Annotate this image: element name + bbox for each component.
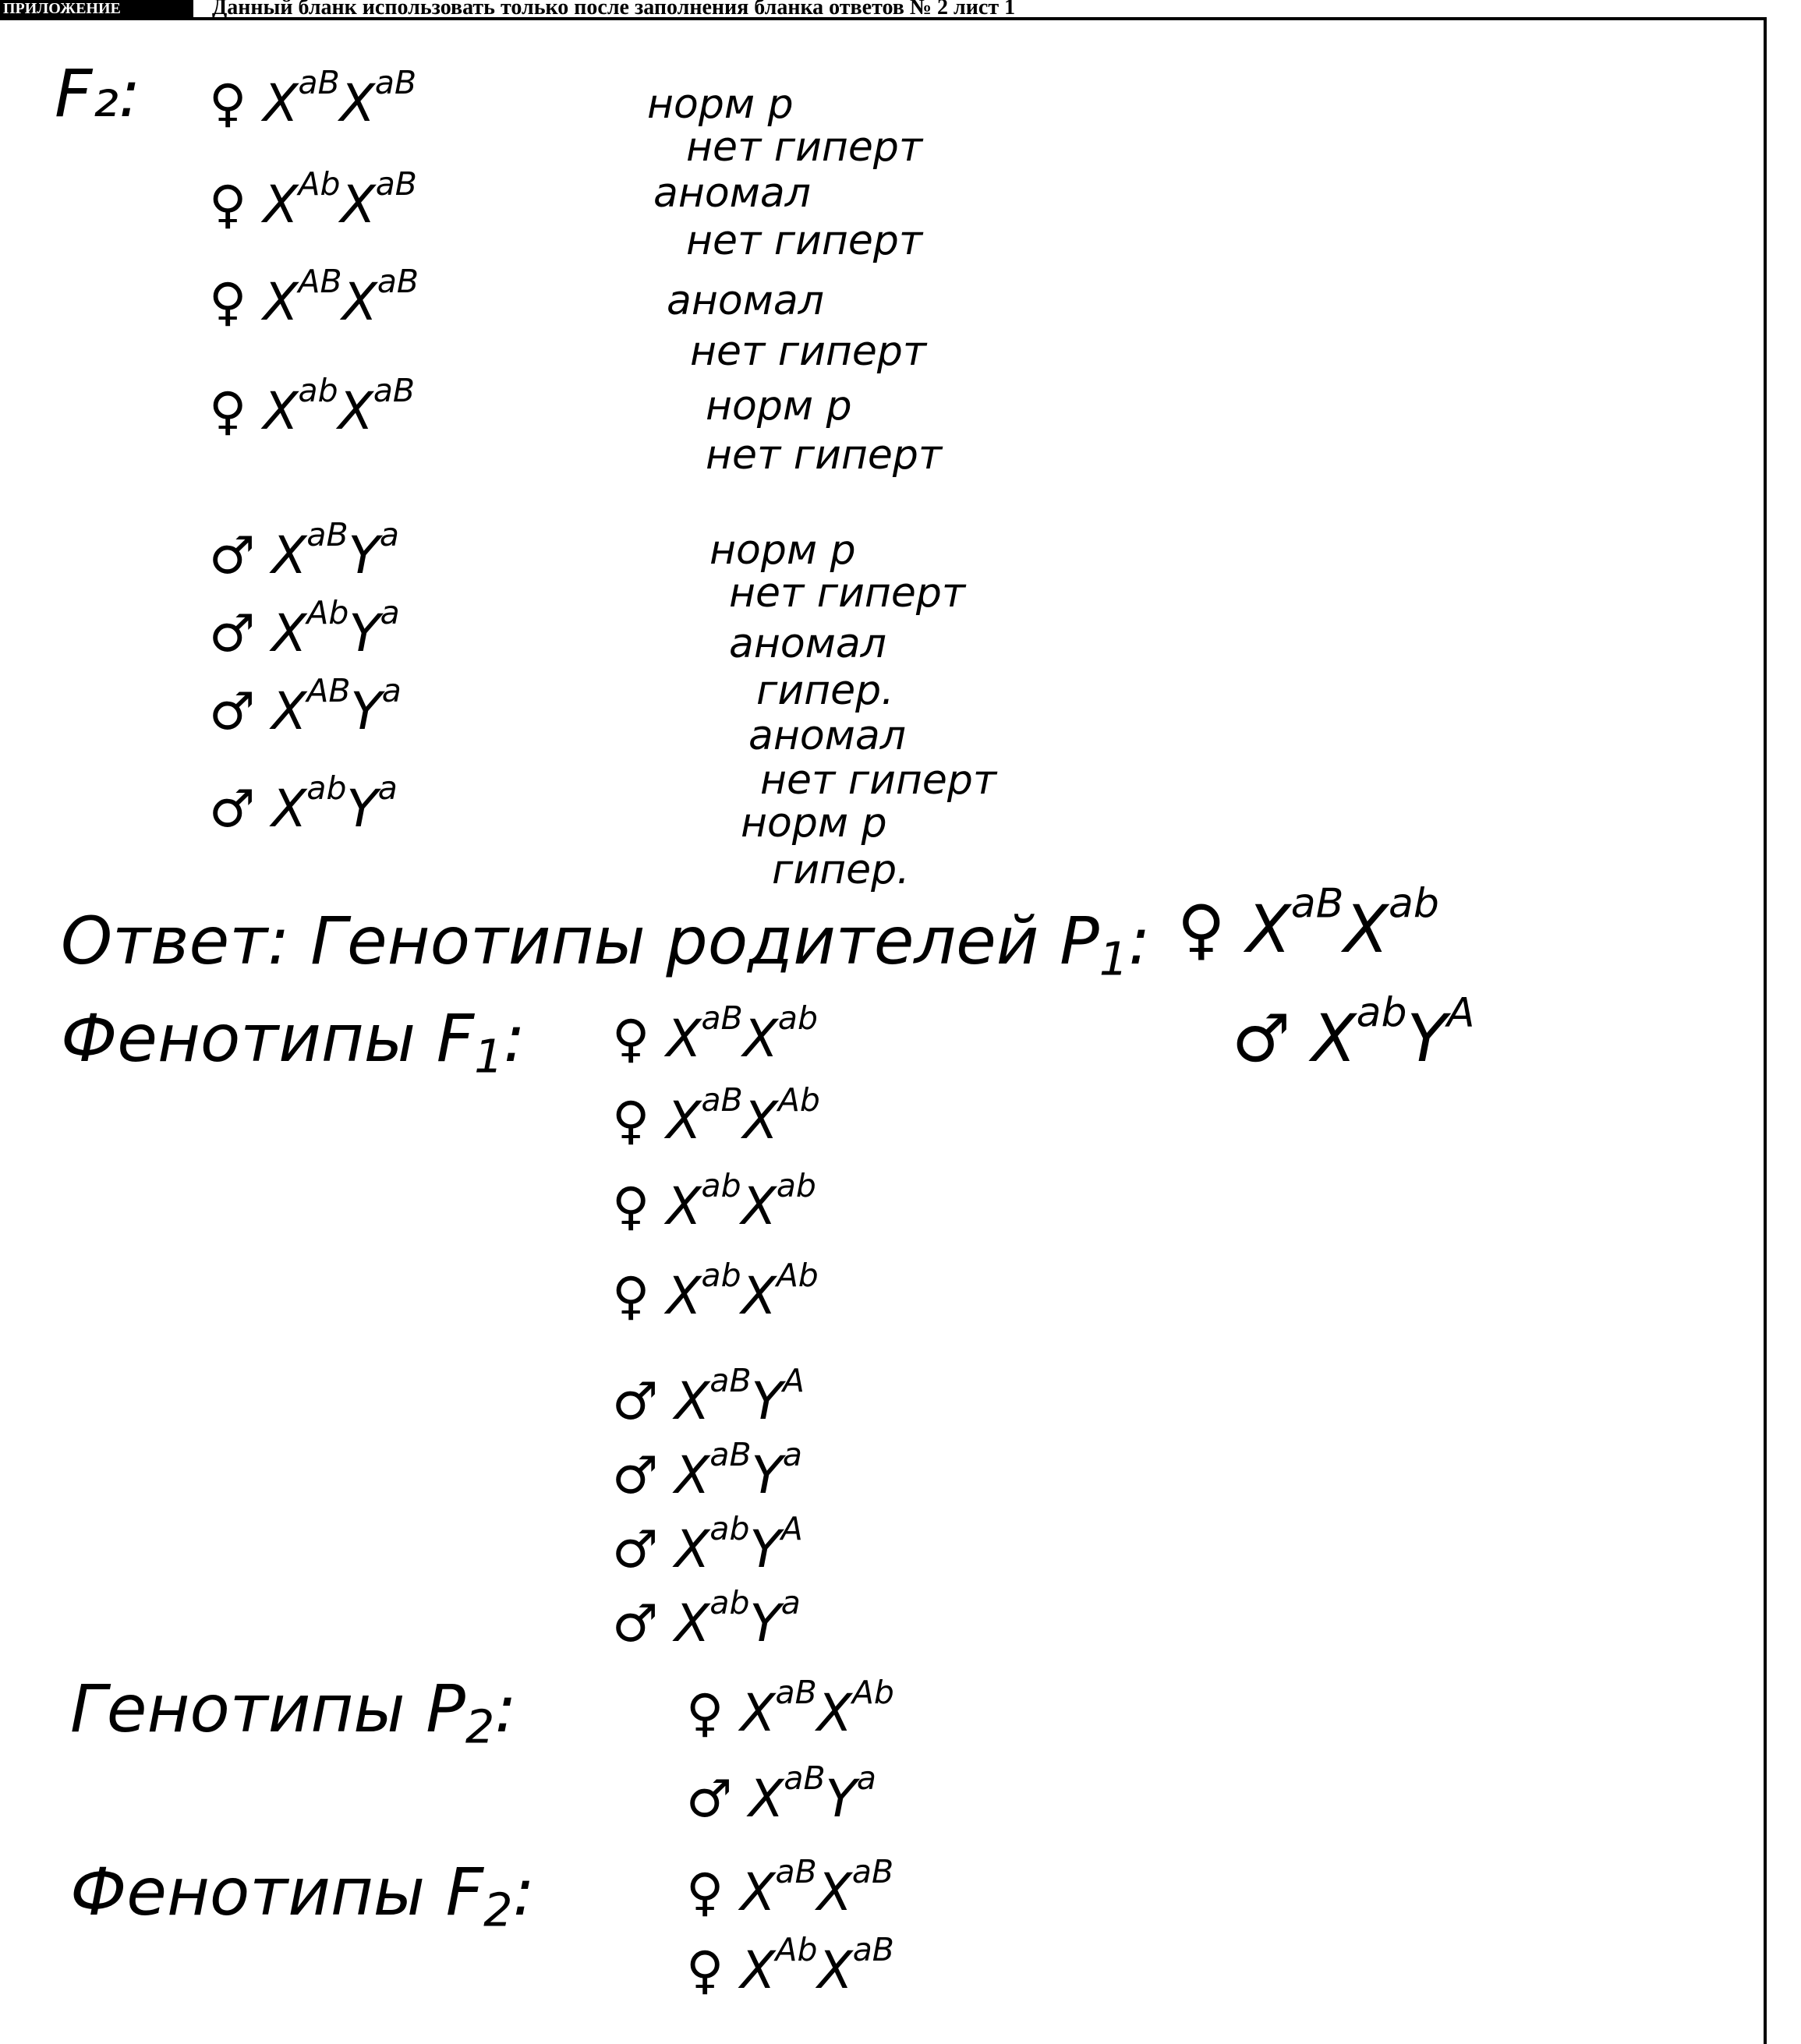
f2-genotype-4: ♀ XabXaB — [209, 372, 415, 441]
f2-note-3b: нет гиперт — [690, 328, 927, 375]
f2-note-3a: аномал — [667, 278, 825, 324]
f1-row-5: ♂ XaBYA — [612, 1362, 805, 1431]
answer-sheet — [0, 17, 1767, 2044]
f1-row-3: ♀ XabXab — [612, 1167, 816, 1236]
p1-male: ♂ XabYA — [1232, 989, 1475, 1077]
p2-row-1: ♀ XaBXAb — [686, 1674, 894, 1743]
f1-row-4: ♀ XabXAb — [612, 1257, 819, 1326]
f2-answer-label: Фенотипы F2: — [70, 1854, 535, 1937]
f2-note-1a: норм р — [647, 81, 794, 128]
f1-row-7: ♂ XabYA — [612, 1510, 803, 1579]
f2-genotype-5: ♂ XaBYa — [209, 516, 399, 585]
f2-genotype-1: ♀ XaBXaB — [209, 64, 417, 133]
f1-label: Фенотипы F1: — [61, 1000, 525, 1084]
f2-genotype-7: ♂ XABYa — [209, 672, 402, 741]
f2-note-7a: аномал — [748, 713, 907, 759]
p1-female: ♀ XaBXab — [1177, 880, 1439, 967]
p2-row-2: ♂ XaBYa — [686, 1759, 876, 1829]
f2-answer-row-2: ♀ XAbXaB — [686, 1931, 894, 2000]
f1-row-8: ♂ XabYa — [612, 1584, 801, 1653]
f2-note-2a: аномал — [653, 170, 812, 217]
f2-note-5b: нет гиперт — [729, 570, 966, 617]
answer-line: Ответ: Генотипы родителей P1: — [61, 903, 1151, 986]
header-badge: ПРИЛОЖЕНИЕ — [0, 0, 193, 17]
f2-genotype-6: ♂ XAbYa — [209, 594, 400, 663]
f1-row-1: ♀ XaBXab — [612, 999, 818, 1069]
f2-note-7b: нет гиперт — [760, 757, 997, 804]
f2-genotype-3: ♀ XABXaB — [209, 263, 419, 332]
f1-row-6: ♂ XaBYa — [612, 1436, 802, 1505]
f2-genotype-2: ♀ XAbXaB — [209, 165, 417, 235]
f2-note-4a: норм р — [706, 383, 852, 430]
header-instruction: Данный бланк использовать только после з… — [212, 0, 1016, 19]
f2-note-6a: аномал — [729, 621, 887, 667]
f2-genotype-8: ♂ XabYa — [209, 769, 398, 839]
f2-note-8a: норм р — [741, 800, 887, 847]
header-bar: ПРИЛОЖЕНИЕ Данный бланк использовать тол… — [0, 0, 1801, 20]
f2-note-4b: нет гиперт — [706, 432, 943, 479]
f2-note-1b: нет гиперт — [686, 124, 923, 171]
f2-note-5a: норм р — [709, 527, 856, 574]
f2-note-2b: нет гиперт — [686, 217, 923, 264]
p2-label: Генотипы P2: — [70, 1671, 517, 1754]
f2-note-6b: гипер. — [756, 667, 894, 714]
f2-label: F₂: — [55, 55, 141, 132]
f2-note-8b: гипер. — [772, 847, 910, 893]
f2-answer-row-1: ♀ XaBXaB — [686, 1853, 894, 1922]
f1-row-2: ♀ XaBXAb — [612, 1081, 820, 1151]
